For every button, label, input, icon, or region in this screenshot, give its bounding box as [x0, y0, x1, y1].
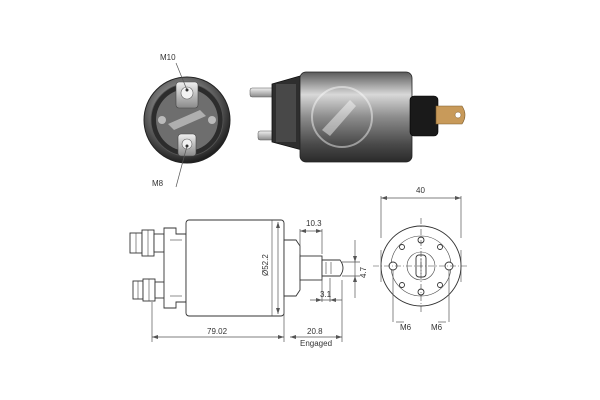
side-view-dimensions: Ø52.2 10.3 4.7 3.1 79.02 20.8 — [151, 219, 368, 348]
dim-diameter: Ø52.2 — [261, 254, 270, 276]
front-view-dimensions: 40 M6 M6 — [380, 186, 462, 332]
dim-79-02: 79.02 — [207, 327, 228, 336]
side-view-photo — [249, 71, 466, 163]
label-m10: M10 — [160, 53, 176, 62]
dim-10-3: 10.3 — [306, 219, 322, 228]
label-m6-left: M6 — [400, 323, 412, 332]
label-engaged: Engaged — [300, 339, 332, 348]
label-m8: M8 — [152, 179, 164, 188]
label-m6-right: M6 — [431, 323, 443, 332]
side-view-drawing — [129, 219, 344, 317]
dim-3-1: 3.1 — [320, 290, 332, 299]
dim-4-7: 4.7 — [359, 266, 368, 278]
terminal-callouts: M10 M8 — [152, 53, 189, 188]
dim-20-8: 20.8 — [307, 327, 323, 336]
dim-40: 40 — [416, 186, 425, 195]
front-view-drawing — [373, 218, 469, 314]
